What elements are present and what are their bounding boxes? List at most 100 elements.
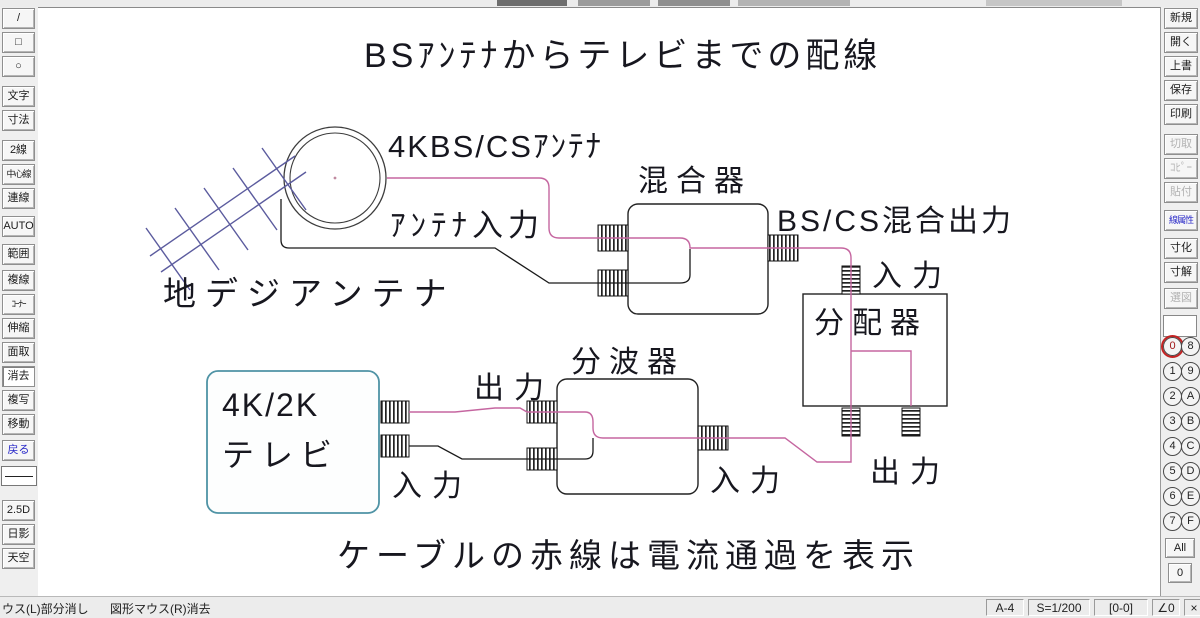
mixer-label: 混合器: [638, 165, 752, 198]
tool-stretch-button[interactable]: 伸縮: [2, 318, 35, 339]
tv-uhf-connector: [380, 434, 410, 458]
distributor-out2-connector: [901, 407, 921, 437]
layers-all-button[interactable]: All: [1165, 538, 1195, 558]
line-style-button[interactable]: [1, 466, 37, 486]
cut-button[interactable]: 切取: [1164, 134, 1198, 155]
tool-shadow-button[interactable]: 日影: [2, 524, 35, 545]
separator-label: 分波器: [571, 346, 685, 379]
cables-hot: [387, 177, 912, 463]
dish-label: 4KBS/CSｱﾝﾃﾅ: [388, 129, 603, 164]
tool-dimension-button[interactable]: 寸法: [2, 110, 35, 131]
tool-move-button[interactable]: 移動: [2, 414, 35, 435]
top-strip-segment: [578, 0, 650, 6]
layer-button-6[interactable]: 6: [1163, 487, 1182, 506]
scale-indicator[interactable]: S=1/200: [1028, 599, 1090, 616]
distributor-output-label: 出力: [870, 456, 950, 489]
tv-bs-connector: [380, 400, 410, 424]
line-attribute-button[interactable]: 線属性: [1164, 210, 1198, 231]
select-figure-button[interactable]: 選図: [1164, 288, 1198, 309]
layer-button-2[interactable]: 2: [1163, 387, 1182, 406]
left-toolbar: / □ ○ 文字 寸法 2線 中心線 連線 AUTO 範囲 複線 ｺｰﾅｰ 伸縮…: [0, 7, 39, 596]
layer-button-9[interactable]: 9: [1181, 362, 1200, 381]
file-overwrite-button[interactable]: 上書: [1164, 56, 1198, 77]
tool-25d-button[interactable]: 2.5D: [2, 500, 35, 521]
diagram-caption: ケーブルの赤線は電流通過を表示: [337, 537, 920, 574]
zoom-indicator[interactable]: × 2: [1184, 599, 1200, 616]
tool-rect-button[interactable]: □: [2, 32, 35, 53]
separator-input-label: 入力: [710, 465, 790, 498]
tool-offset-button[interactable]: 複線: [2, 270, 35, 291]
layer-button-8[interactable]: 8: [1181, 337, 1200, 356]
tool-text-button[interactable]: 文字: [2, 86, 35, 107]
layer-button-a[interactable]: A: [1181, 387, 1200, 406]
layer-button-f[interactable]: F: [1181, 512, 1200, 531]
tv-label-line2: テレビ: [222, 437, 339, 473]
top-strip-segment: [738, 0, 850, 6]
terrestrial-label: 地デジアンテナ: [163, 275, 456, 312]
layer-button-1[interactable]: 1: [1163, 362, 1182, 381]
top-strip-segment: [658, 0, 730, 6]
tv-box: [206, 370, 380, 514]
layer-group-zero-button[interactable]: 0: [1168, 563, 1192, 583]
tool-centerline-button[interactable]: 中心線: [2, 164, 35, 185]
file-save-button[interactable]: 保存: [1164, 80, 1198, 101]
status-mode-message[interactable]: 図形マウス(R)消去: [110, 602, 211, 616]
tool-erase-button[interactable]: 消去: [2, 366, 35, 387]
tool-line-button[interactable]: /: [2, 8, 35, 29]
layer-coords-indicator[interactable]: [0-0]: [1094, 599, 1148, 616]
layer-button-7[interactable]: 7: [1163, 512, 1182, 531]
drawing-canvas[interactable]: BSｱﾝﾃﾅからテレビまでの配線 4KBS/CSｱﾝﾃﾅ ｱﾝﾃﾅ入力 地デジア…: [38, 7, 1160, 596]
tool-corner-button[interactable]: ｺｰﾅｰ: [2, 294, 35, 315]
mixer-internal-black: [628, 249, 691, 284]
tool-auto-button[interactable]: AUTO: [2, 216, 35, 237]
tool-range-button[interactable]: 範囲: [2, 244, 35, 265]
top-strip-segment: [497, 0, 567, 6]
dim-decompose-button[interactable]: 寸解: [1164, 262, 1198, 283]
cables-black: [280, 199, 691, 460]
cad-drawing: BSｱﾝﾃﾅからテレビまでの配線 4KBS/CSｱﾝﾃﾅ ｱﾝﾃﾅ入力 地デジア…: [145, 37, 1011, 574]
bs-to-distributor-cable: [387, 177, 852, 438]
tool-sky-button[interactable]: 天空: [2, 548, 35, 569]
tool-polyline-button[interactable]: 連線: [2, 188, 35, 209]
line-style-preview: [5, 476, 33, 477]
tool-chamfer-button[interactable]: 面取: [2, 342, 35, 363]
tv-input-label: 入力: [392, 470, 472, 503]
tool-circle-button[interactable]: ○: [2, 56, 35, 77]
distributor-label: 分配器: [814, 307, 928, 340]
dim-to-figure-button[interactable]: 寸化: [1164, 238, 1198, 259]
distributor-branch: [851, 350, 912, 406]
diagram-title: BSｱﾝﾃﾅからテレビまでの配線: [364, 37, 881, 75]
tv-uhf-cable: [409, 438, 594, 460]
status-bar: ウス(L)部分消し 図形マウス(R)消去 A-4 S=1/200 [0-0] ∠…: [0, 596, 1200, 618]
layer-button-d[interactable]: D: [1181, 462, 1200, 481]
separator-to-tv-cable: [409, 407, 728, 439]
tv-label-line1: 4K/2K: [222, 387, 319, 423]
layer-button-5[interactable]: 5: [1163, 462, 1182, 481]
layer-button-0[interactable]: 0: [1161, 335, 1184, 358]
distributor-input-label: 入力: [872, 260, 952, 293]
angle-indicator[interactable]: ∠0: [1152, 599, 1180, 616]
bs-dish: [283, 126, 387, 230]
terrestrial-cable: [280, 199, 628, 284]
layer-button-4[interactable]: 4: [1163, 437, 1182, 456]
file-open-button[interactable]: 開く: [1164, 32, 1198, 53]
paste-button[interactable]: 貼付: [1164, 182, 1198, 203]
status-left-message: ウス(L)部分消し: [2, 602, 89, 616]
tool-copy-button[interactable]: 複写: [2, 390, 35, 411]
terrestrial-antenna: [145, 147, 307, 291]
clipboard-copy-button[interactable]: ｺﾋﾟｰ: [1164, 158, 1198, 179]
antenna-input-label: ｱﾝﾃﾅ入力: [390, 208, 544, 243]
distributor-to-separator-cable: [728, 437, 852, 463]
layer-button-e[interactable]: E: [1181, 487, 1200, 506]
tool-2line-button[interactable]: 2線: [2, 140, 35, 161]
undo-button[interactable]: 戻る: [2, 440, 35, 461]
layer-button-3[interactable]: 3: [1163, 412, 1182, 431]
top-strip-segment: [986, 0, 1122, 6]
print-button[interactable]: 印刷: [1164, 104, 1198, 125]
separator-box: [556, 378, 699, 495]
file-new-button[interactable]: 新規: [1164, 8, 1198, 29]
paper-size-indicator[interactable]: A-4: [986, 599, 1024, 616]
layer-button-b[interactable]: B: [1181, 412, 1200, 431]
layer-group-display[interactable]: [1163, 315, 1197, 337]
layer-button-c[interactable]: C: [1181, 437, 1200, 456]
